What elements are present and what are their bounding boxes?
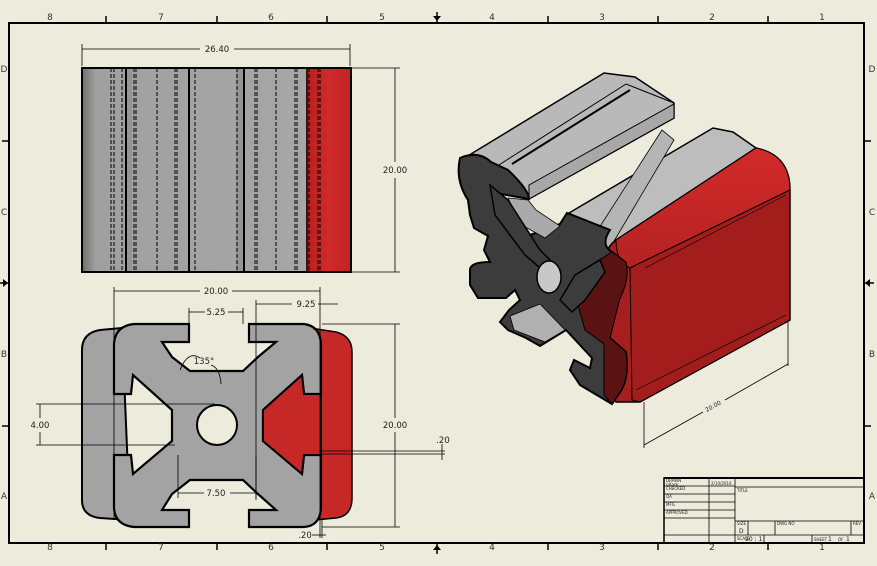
tb-scale-value: 10 : 1 <box>745 536 762 543</box>
dimension-label: 20.00 <box>383 166 407 176</box>
dimension-label: 4.00 <box>31 421 50 431</box>
zone-row-label: B <box>869 350 875 360</box>
zone-row-label: D <box>869 65 876 75</box>
sheet-border: 8 7 6 5 4 3 2 1 8 7 6 5 4 3 2 1 D C B A … <box>0 12 876 554</box>
tb-sheet-value: 1 <box>828 536 832 543</box>
tb-qa-label: QA <box>666 494 672 499</box>
iso-bore <box>536 260 562 294</box>
zone-col-label: 5 <box>379 543 385 553</box>
dimension-gap-right <box>322 444 445 460</box>
tb-rev-label: REV <box>853 521 861 526</box>
zone-col-label: 6 <box>268 13 274 23</box>
zone-col-label: 3 <box>599 543 605 553</box>
zone-col-label: 3 <box>599 13 605 23</box>
tb-drawn-label: DRAWN <box>666 478 681 483</box>
dimension-front-width <box>113 287 321 520</box>
center-mark-right-icon <box>864 279 874 287</box>
tb-checked-label: CHECKED <box>666 486 685 491</box>
angle-arc-right <box>210 364 222 385</box>
zone-col-label: 2 <box>709 13 715 23</box>
top-view[interactable]: 26.40 20.00 <box>81 44 407 273</box>
zone-row-label: B <box>1 350 7 360</box>
tb-mfg-label: MFG <box>666 502 675 507</box>
dimension-label: 5.25 <box>207 308 226 318</box>
dimension-front-height <box>322 323 400 528</box>
dimension-label: .20 <box>298 531 312 541</box>
tb-dwg-no-label: DWG NO <box>777 521 795 526</box>
zone-row-label: A <box>1 492 8 502</box>
dimension-top-height <box>352 67 400 273</box>
angle-arc-left <box>179 355 201 371</box>
title-block: DRAWN ollam 2/10/2016 CHECKED QA MFG APP… <box>663 477 865 544</box>
dimension-bottom-slot <box>177 455 257 498</box>
tb-title-label: TITLE <box>736 488 748 493</box>
zone-row-label: D <box>1 65 8 75</box>
zone-col-label: 2 <box>709 543 715 553</box>
zone-col-label: 7 <box>158 543 164 553</box>
dimension-label: 20.00 <box>704 399 723 414</box>
tb-date: 2/10/2016 <box>711 481 732 486</box>
center-mark-left-icon <box>0 279 9 287</box>
dimension-iso-length <box>643 320 789 448</box>
tb-size-value: D <box>739 528 744 535</box>
dimension-label: 9.25 <box>297 300 316 310</box>
center-bore <box>196 404 238 446</box>
dimension-core-height <box>36 403 215 446</box>
zone-col-label: 4 <box>489 543 495 553</box>
tb-sheet-label: SHEET <box>814 537 828 542</box>
front-view[interactable]: 20.00 5.25 9.25 135° 4.00 <box>31 287 450 541</box>
tb-scale-label: SCALE <box>737 536 750 541</box>
zone-col-label: 1 <box>819 543 825 553</box>
zone-col-label: 8 <box>47 13 53 23</box>
zone-row-label: C <box>869 208 875 218</box>
dimension-gap-bottom <box>312 520 326 538</box>
center-mark-top-icon <box>433 12 441 23</box>
hidden-lines <box>110 68 321 272</box>
dimension-label: 20.00 <box>383 421 407 431</box>
isometric-view[interactable]: 20.00 <box>457 72 791 448</box>
zone-row-label: C <box>1 208 7 218</box>
dimension-label: 7.50 <box>207 489 226 499</box>
zone-col-label: 7 <box>158 13 164 23</box>
dimension-slot-width <box>188 308 244 324</box>
dimension-label: 20.00 <box>204 287 228 297</box>
zone-col-label: 4 <box>489 13 495 23</box>
zone-row-label: A <box>869 492 876 502</box>
tb-drawn-by: ollam <box>666 482 678 488</box>
center-mark-bottom-icon <box>433 543 441 554</box>
zone-col-label: 6 <box>268 543 274 553</box>
tb-approved-label: APPROVED <box>666 510 688 515</box>
dimension-label: 26.40 <box>205 45 229 55</box>
tb-of-label: OF <box>838 537 844 542</box>
zone-col-label: 1 <box>819 13 825 23</box>
dimension-label: 135° <box>194 357 214 367</box>
zone-col-label: 5 <box>379 13 385 23</box>
tb-size-label: SIZE <box>737 521 746 526</box>
tb-of-value: 1 <box>846 536 850 543</box>
zone-col-label: 8 <box>47 543 53 553</box>
dimension-label: .20 <box>436 436 450 446</box>
dimension-top-width <box>81 44 351 66</box>
